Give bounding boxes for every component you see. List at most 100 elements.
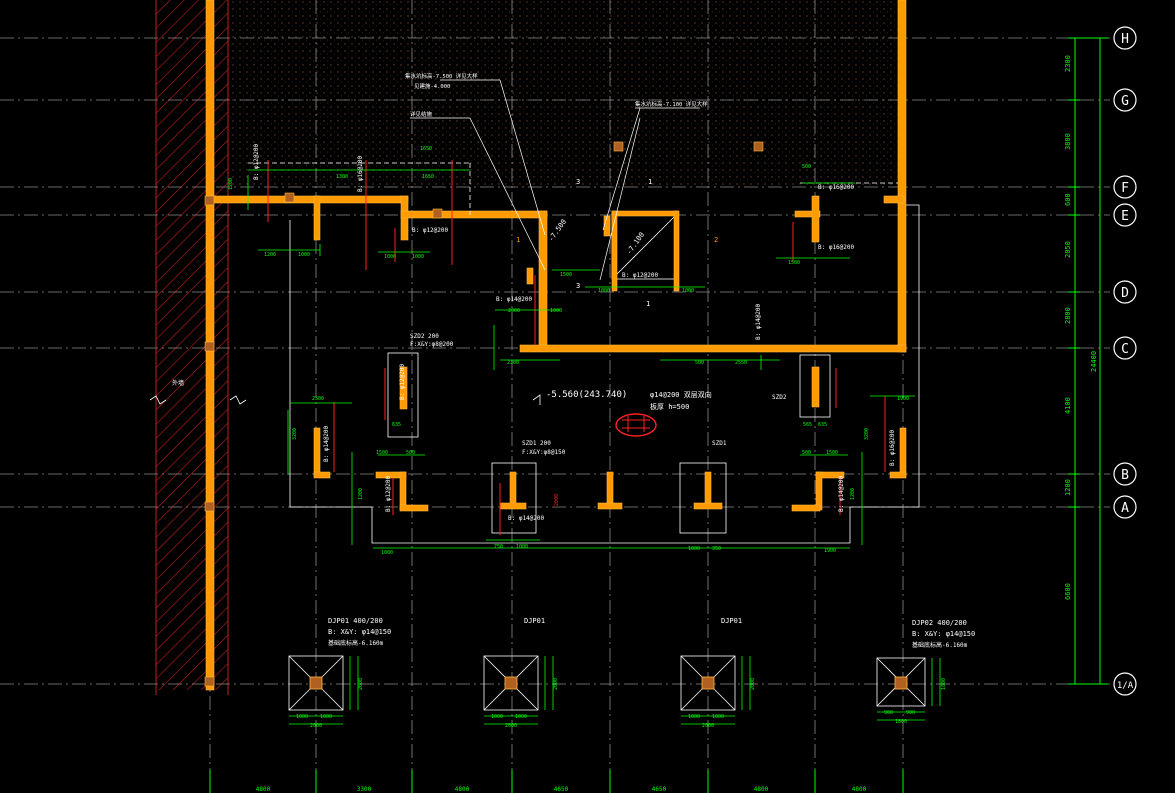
axis-label: H: [1121, 32, 1129, 47]
foundation-pad-2[interactable]: [483, 655, 539, 711]
dim-text: 1200: [228, 178, 234, 190]
dim-text: 4650: [652, 786, 667, 793]
dim-text: 1200: [1064, 479, 1072, 496]
column-block: [399, 366, 408, 410]
dim-text: 1200: [264, 252, 276, 258]
slab-rebar-mark: [615, 413, 657, 437]
axis-label: E: [1121, 209, 1129, 224]
dim-text: 350: [712, 546, 721, 552]
rebar-note: B: φ12@200: [253, 143, 260, 180]
rebar-note: B: φ14@200: [496, 296, 533, 303]
bottom-dimension-text: 4800 3300 4800 4650 4650 4800 4800: [256, 786, 867, 793]
dim-text: 750: [494, 544, 503, 550]
dim-text: 1200: [850, 488, 856, 500]
local-dimensions: [247, 169, 915, 549]
dim-text: 1000: [598, 288, 610, 294]
dim-text: 1300: [336, 174, 348, 180]
top-beam-right: [883, 195, 905, 204]
dim-text: 24400: [1090, 351, 1098, 372]
l-wall: [399, 471, 407, 511]
l-wall: [399, 504, 429, 512]
rebar-note: B: φ16@200: [818, 244, 855, 251]
dim-text: 4800: [256, 786, 271, 793]
foundation-label: B: X&Y: φ14@150: [328, 628, 391, 636]
well-label-1: -7.500: [547, 218, 568, 243]
dim-text: 1000: [688, 546, 700, 552]
dim-text: 600: [1064, 193, 1072, 206]
rebar-note: B: φ14@200: [838, 475, 845, 512]
pit-wall: [794, 210, 821, 218]
dim-text: 1000: [550, 308, 562, 314]
column-label: F:X&Y:φ8@150: [522, 449, 566, 456]
dim-text: 1000: [516, 544, 528, 550]
foundation-label: 基础底标高-6.160m: [912, 641, 968, 649]
wall-anchors: [204, 141, 764, 687]
pit-wall: [611, 210, 679, 217]
dim-text: 1900: [824, 548, 836, 554]
exterior-wall-hatch: [156, 0, 228, 690]
dim-text: 3800: [1064, 133, 1072, 150]
l-wall: [313, 471, 331, 479]
axis-bubble-d[interactable]: [1113, 280, 1137, 304]
l-wall: [889, 471, 907, 479]
axis-label: G: [1121, 94, 1129, 109]
right-dimension-text: 2300 3800 600 2050 2800 4100 1200 6600 2…: [1064, 55, 1098, 600]
section-markers: [149, 394, 541, 405]
dim-text: 2000: [750, 678, 756, 690]
dim-text: 2000: [553, 678, 559, 690]
rebar-note: B: φ12@200: [622, 272, 659, 279]
dim-text: 2000: [554, 494, 560, 506]
foundation-pad-4[interactable]: [876, 657, 926, 707]
foundation-label: DJP02 400/200: [912, 619, 967, 627]
rebar-note: B: φ12@200: [399, 363, 406, 400]
dim-text: 3300: [357, 786, 372, 793]
axis-bubble-f[interactable]: [1113, 175, 1137, 199]
dim-text: 2550: [735, 360, 747, 366]
pit-wall: [611, 210, 618, 292]
misc-note: 外墙: [172, 379, 184, 387]
dim-text: 4650: [554, 786, 569, 793]
axis-bubble-a[interactable]: [1113, 495, 1137, 519]
svg-text:1: 1: [648, 178, 652, 186]
axis-bubble-b[interactable]: [1113, 462, 1137, 486]
dim-text: 2800: [1064, 307, 1072, 324]
axis-label: D: [1121, 286, 1129, 301]
dim-text: 1200: [358, 488, 364, 500]
dim-text: 1000: [381, 550, 393, 556]
dim-text: 1500: [788, 260, 800, 266]
dim-text: 1800: [941, 678, 947, 690]
dim-text: 1000: [491, 714, 503, 720]
foundation-label: DJP01: [721, 617, 742, 625]
axis-bubble-e[interactable]: [1113, 203, 1137, 227]
dim-text: 1000: [384, 254, 396, 260]
axis-bubble-g[interactable]: [1113, 88, 1137, 112]
foundation-pad-3[interactable]: [680, 655, 736, 711]
dim-text: 900: [884, 710, 893, 716]
misc-note: 见建施-4.000: [414, 82, 450, 90]
rebar-note: B: φ12@200: [385, 475, 392, 512]
dim-text: 1500: [376, 450, 388, 456]
right-dimension-chain: [1068, 37, 1108, 685]
dim-text: 1000: [712, 714, 724, 720]
t-column: [597, 502, 623, 510]
stub-wall: [313, 195, 321, 241]
well-label-2: -7.100: [625, 231, 646, 256]
axis-bubble-h[interactable]: [1113, 26, 1137, 50]
axis-bubble-c[interactable]: [1113, 336, 1137, 360]
dim-text: 1000: [688, 714, 700, 720]
dim-text: 2300: [1064, 55, 1072, 72]
dim-text: 2000: [310, 723, 322, 729]
slab-note: φ14@200 双层双向: [650, 390, 712, 399]
short-wall: [603, 215, 611, 237]
dim-text: 2500: [312, 396, 324, 402]
column-label: SZD1 200: [522, 440, 551, 447]
foundation-pad-1[interactable]: [288, 655, 344, 711]
foundation-label: DJP01: [524, 617, 545, 625]
column-label: SZD1: [712, 440, 727, 447]
dim-text: 1650: [422, 174, 434, 180]
axis-bubble-1a[interactable]: [1113, 672, 1137, 696]
foundation-label: DJP01 400/200: [328, 617, 383, 625]
dim-text: 3200: [292, 428, 298, 440]
dim-text: 500: [802, 164, 811, 170]
